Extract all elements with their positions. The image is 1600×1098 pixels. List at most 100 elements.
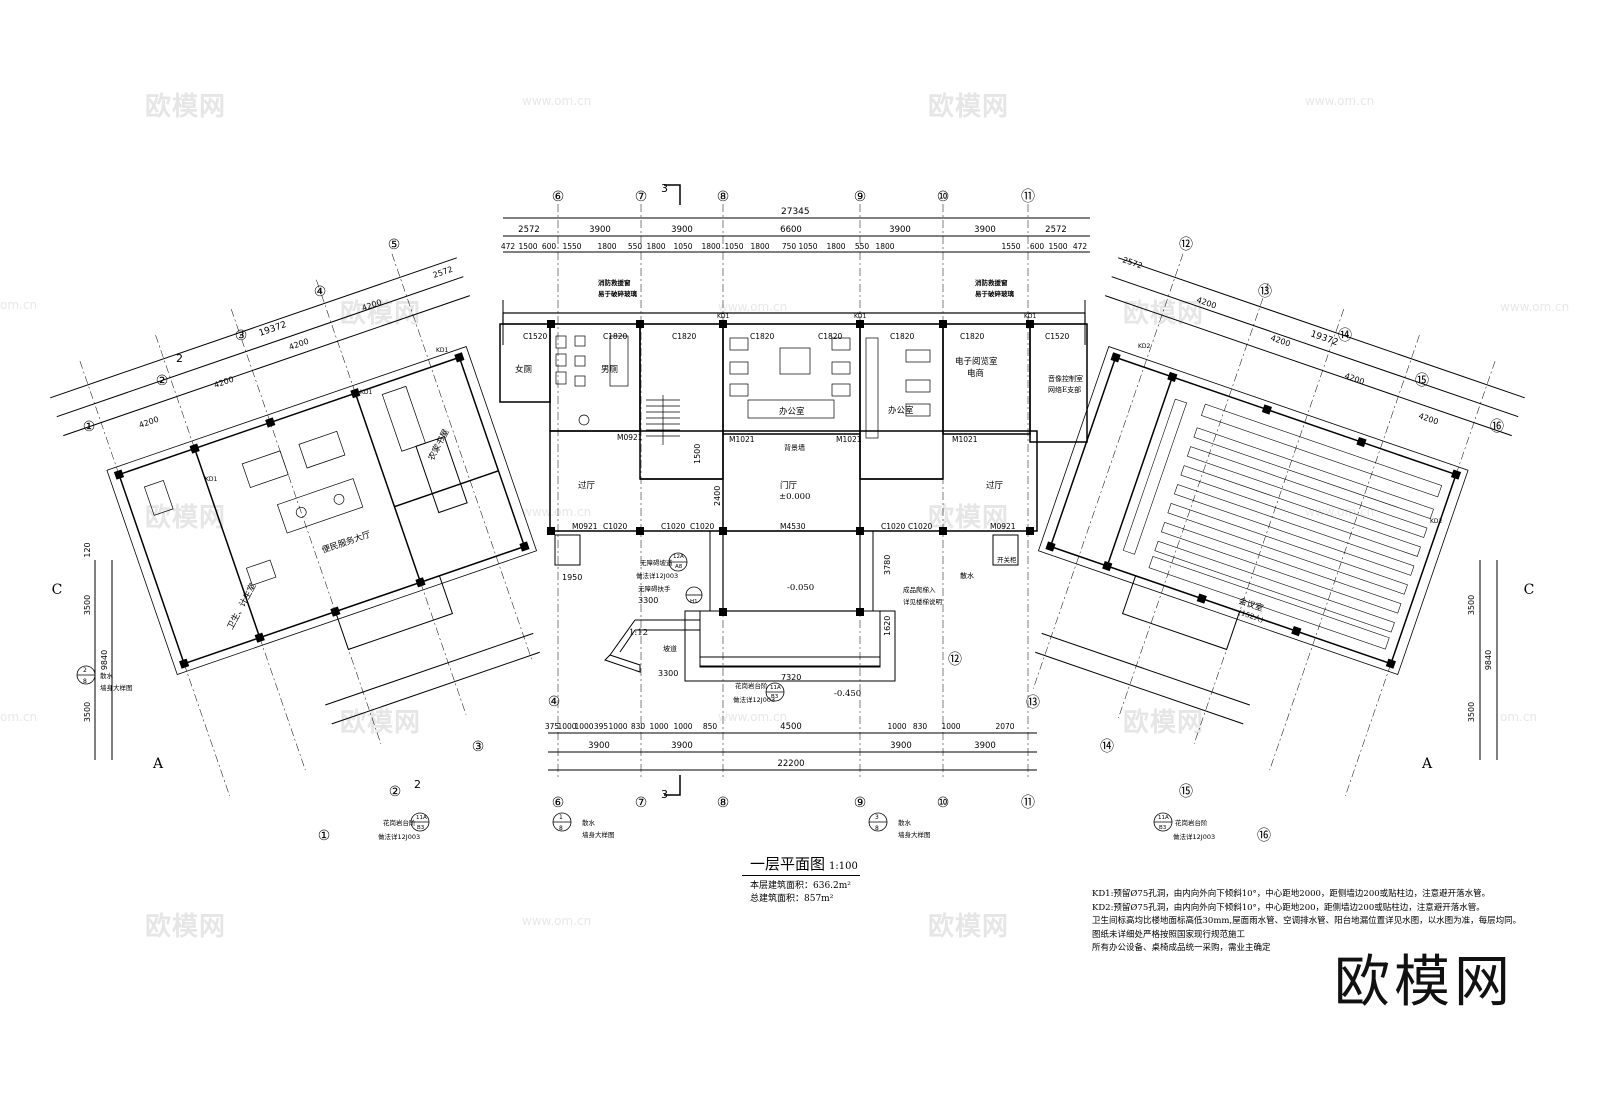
dim-text: 1800 bbox=[875, 242, 894, 251]
dim-text: 3300 bbox=[658, 669, 678, 678]
dim-text: 4200 bbox=[1269, 333, 1291, 348]
axis-label: ④ bbox=[548, 694, 561, 710]
dim-text: 1950 bbox=[562, 573, 582, 582]
dim-text: 3500 bbox=[83, 595, 92, 615]
dim-text: 1000 bbox=[574, 722, 593, 731]
axis-label: ⑪ bbox=[1021, 795, 1035, 811]
detail-callout: 11A bbox=[1158, 815, 1169, 821]
dim-text: 2572 bbox=[1045, 225, 1067, 235]
door-tag: M0921 bbox=[617, 433, 643, 442]
dim-text: 1000 bbox=[673, 722, 692, 731]
dim-text: 1620 bbox=[883, 616, 892, 636]
dim-text: 2572 bbox=[518, 225, 540, 235]
detail-callout: 做法详12J003 bbox=[733, 695, 775, 704]
dim-text: 3900 bbox=[588, 741, 610, 751]
axis-label: ⑦ bbox=[635, 795, 648, 811]
window-tag: C1820 bbox=[960, 332, 985, 341]
window-tag: C1020 bbox=[908, 522, 933, 531]
axis-label: ⑪ bbox=[1021, 189, 1035, 205]
dim-text: 4200 bbox=[361, 298, 383, 313]
watermark: 欧模网 bbox=[145, 92, 227, 122]
note-line: KD2:预留Ø75孔洞，由内向外向下倾斜10°，中心距地200，距侧墙边200或… bbox=[1092, 902, 1485, 913]
room-label: 过厅 bbox=[986, 480, 1004, 491]
detail-callout: 做法详12J003 bbox=[378, 832, 420, 841]
dim-text: 1050 bbox=[673, 242, 692, 251]
dim-text: 750 bbox=[782, 242, 797, 251]
dim-text: 472 bbox=[501, 242, 516, 251]
axis-label: ⑦ bbox=[635, 189, 648, 205]
detail-callout: 11A bbox=[770, 685, 781, 691]
room-label: 卫生、计生室 bbox=[225, 581, 259, 632]
watermark-url: www.om.cn bbox=[522, 505, 592, 519]
dim-text: 1000 bbox=[557, 722, 576, 731]
watermark-url: om.cn bbox=[1500, 710, 1538, 724]
axis-label: ⑩ bbox=[937, 795, 950, 811]
dim-text: 1800 bbox=[701, 242, 720, 251]
dim-text: 3900 bbox=[889, 225, 911, 235]
hole-tag: KD1 bbox=[436, 347, 449, 354]
window-tag: C1020 bbox=[661, 522, 686, 531]
dim-text: 2400 bbox=[713, 486, 722, 506]
dim-text: 9840 bbox=[100, 650, 109, 670]
detail-callout: 12A bbox=[673, 554, 684, 560]
watermark: 欧模网 bbox=[340, 299, 422, 329]
hole-tag: KD2 bbox=[1430, 518, 1443, 525]
drawing-title-text: 一层平面图 bbox=[750, 855, 826, 873]
door-tag: M0921 bbox=[990, 522, 1016, 531]
axis-label: ⑥ bbox=[552, 189, 565, 205]
room-label: 散水 bbox=[960, 571, 974, 580]
hole-tag: KD1 bbox=[205, 476, 218, 483]
dim-text: 550 bbox=[855, 242, 870, 251]
dim-text: 830 bbox=[631, 722, 646, 731]
detail-callout: 花岗岩台阶 bbox=[735, 681, 768, 690]
right-wing bbox=[1033, 253, 1525, 797]
watermark: 欧模网 bbox=[928, 912, 1010, 942]
fire-window-note: 易于破碎玻璃 bbox=[975, 289, 1015, 298]
detail-callout: 1 bbox=[559, 814, 563, 821]
detail-callout: 墙身大样图 bbox=[898, 830, 931, 839]
window-tag: C1820 bbox=[672, 332, 697, 341]
detail-callout: 墙身大样图 bbox=[100, 683, 133, 692]
dim-text: 9840 bbox=[1484, 650, 1493, 670]
dim-text: 120 bbox=[83, 542, 92, 557]
window-tag: C1820 bbox=[890, 332, 915, 341]
room-label: 过厅 bbox=[578, 480, 596, 491]
axis-label: ③ bbox=[472, 739, 485, 755]
detail-callout: 无障碍坡道 bbox=[640, 558, 673, 567]
total-area: 总建筑面积：857m² bbox=[750, 894, 834, 904]
detail-callout: 8 bbox=[83, 678, 87, 685]
room-label: 办公室 bbox=[779, 406, 805, 417]
central-block bbox=[499, 184, 1090, 796]
detail-callout: 散水 bbox=[582, 818, 596, 827]
dim-text: 3900 bbox=[974, 741, 996, 751]
window-tag: C1020 bbox=[603, 522, 628, 531]
dim-text: 1050 bbox=[724, 242, 743, 251]
room-label: 门厅 bbox=[780, 480, 798, 491]
section-marker: 3 bbox=[661, 788, 668, 801]
fire-window-note: 消防救援窗 bbox=[975, 278, 1008, 287]
door-tag: M1021 bbox=[952, 435, 978, 444]
room-label: 男厕 bbox=[601, 365, 619, 375]
title-underline bbox=[742, 875, 860, 876]
detail-callout: 散水 bbox=[898, 818, 912, 827]
window-tag: C1820 bbox=[603, 332, 628, 341]
detail-callout: B3 bbox=[1159, 825, 1167, 831]
general-notes: KD1:预留Ø75孔洞，由内向外向下倾斜10°，中心距地2000，距侧墙边200… bbox=[1092, 888, 1552, 956]
watermark: 欧模网 bbox=[145, 912, 227, 942]
axis-label: ⑨ bbox=[854, 795, 867, 811]
dim-text: 600 bbox=[1030, 242, 1045, 251]
dim-text: 3900 bbox=[974, 225, 996, 235]
dim-text: 4200 bbox=[288, 337, 310, 352]
axis-label: ⑭ bbox=[1338, 328, 1352, 344]
hole-tag: KD2 bbox=[1138, 343, 1151, 350]
door-tag: M0921 bbox=[572, 522, 598, 531]
door-tag: M1021 bbox=[836, 435, 862, 444]
axis-label: ⑯ bbox=[1490, 419, 1504, 435]
section-marker: 2 bbox=[414, 778, 421, 791]
room-label: 农家书屋 bbox=[426, 427, 452, 463]
detail-callout: H1 bbox=[690, 599, 698, 605]
room-label: 详见楼梯说明 bbox=[903, 597, 943, 606]
axis-label: ③ bbox=[235, 328, 248, 344]
dim-text: 395 bbox=[594, 722, 609, 731]
